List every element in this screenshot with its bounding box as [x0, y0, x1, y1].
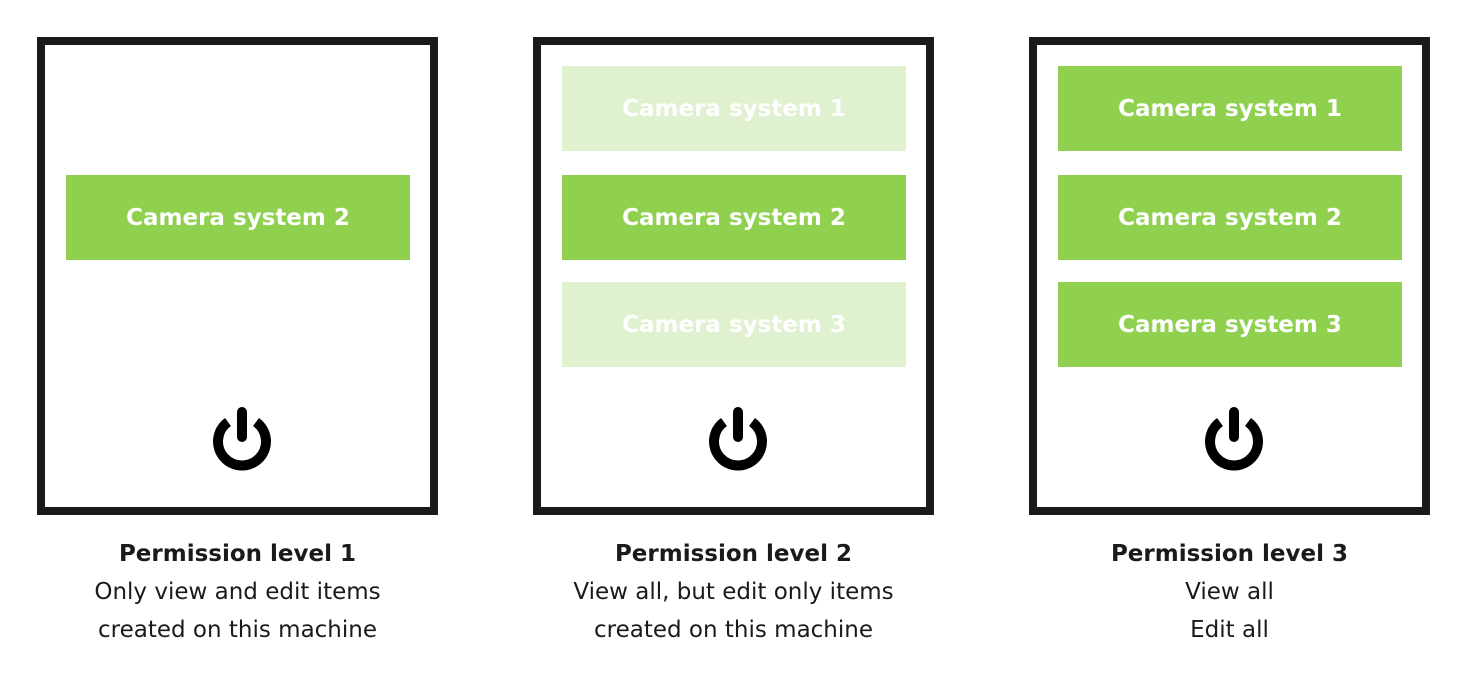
caption-line: View all, but edit only items	[573, 579, 894, 605]
device-frame-level-3: Camera system 1 Camera system 2 Camera s…	[1029, 37, 1430, 515]
power-icon[interactable]	[703, 402, 773, 472]
camera-system-3-button[interactable]: Camera system 3	[1058, 282, 1402, 367]
caption-line: created on this machine	[98, 617, 377, 643]
camera-system-2-button[interactable]: Camera system 2	[1058, 175, 1402, 260]
caption-title: Permission level 3	[1110, 541, 1349, 567]
caption-level-2: Permission level 2 View all, but edit on…	[533, 535, 934, 649]
power-icon[interactable]	[1199, 402, 1269, 472]
power-icon[interactable]	[207, 402, 277, 472]
caption-title: Permission level 1	[118, 541, 357, 567]
caption-line: View all	[1185, 579, 1274, 605]
caption-line: created on this machine	[594, 617, 873, 643]
caption-line: Only view and edit items	[94, 579, 381, 605]
camera-system-2-button[interactable]: Camera system 2	[562, 175, 906, 260]
caption-line: Edit all	[1190, 617, 1269, 643]
caption-level-1: Permission level 1 Only view and edit it…	[37, 535, 438, 649]
caption-title: Permission level 2	[614, 541, 853, 567]
device-frame-level-2: Camera system 1 Camera system 2 Camera s…	[533, 37, 934, 515]
camera-system-1-button[interactable]: Camera system 1	[1058, 66, 1402, 151]
camera-system-3-button: Camera system 3	[562, 282, 906, 367]
device-frame-level-1: Camera system 2	[37, 37, 438, 515]
camera-system-1-button: Camera system 1	[562, 66, 906, 151]
camera-system-2-button[interactable]: Camera system 2	[66, 175, 410, 260]
caption-level-3: Permission level 3 View all Edit all	[1029, 535, 1430, 649]
